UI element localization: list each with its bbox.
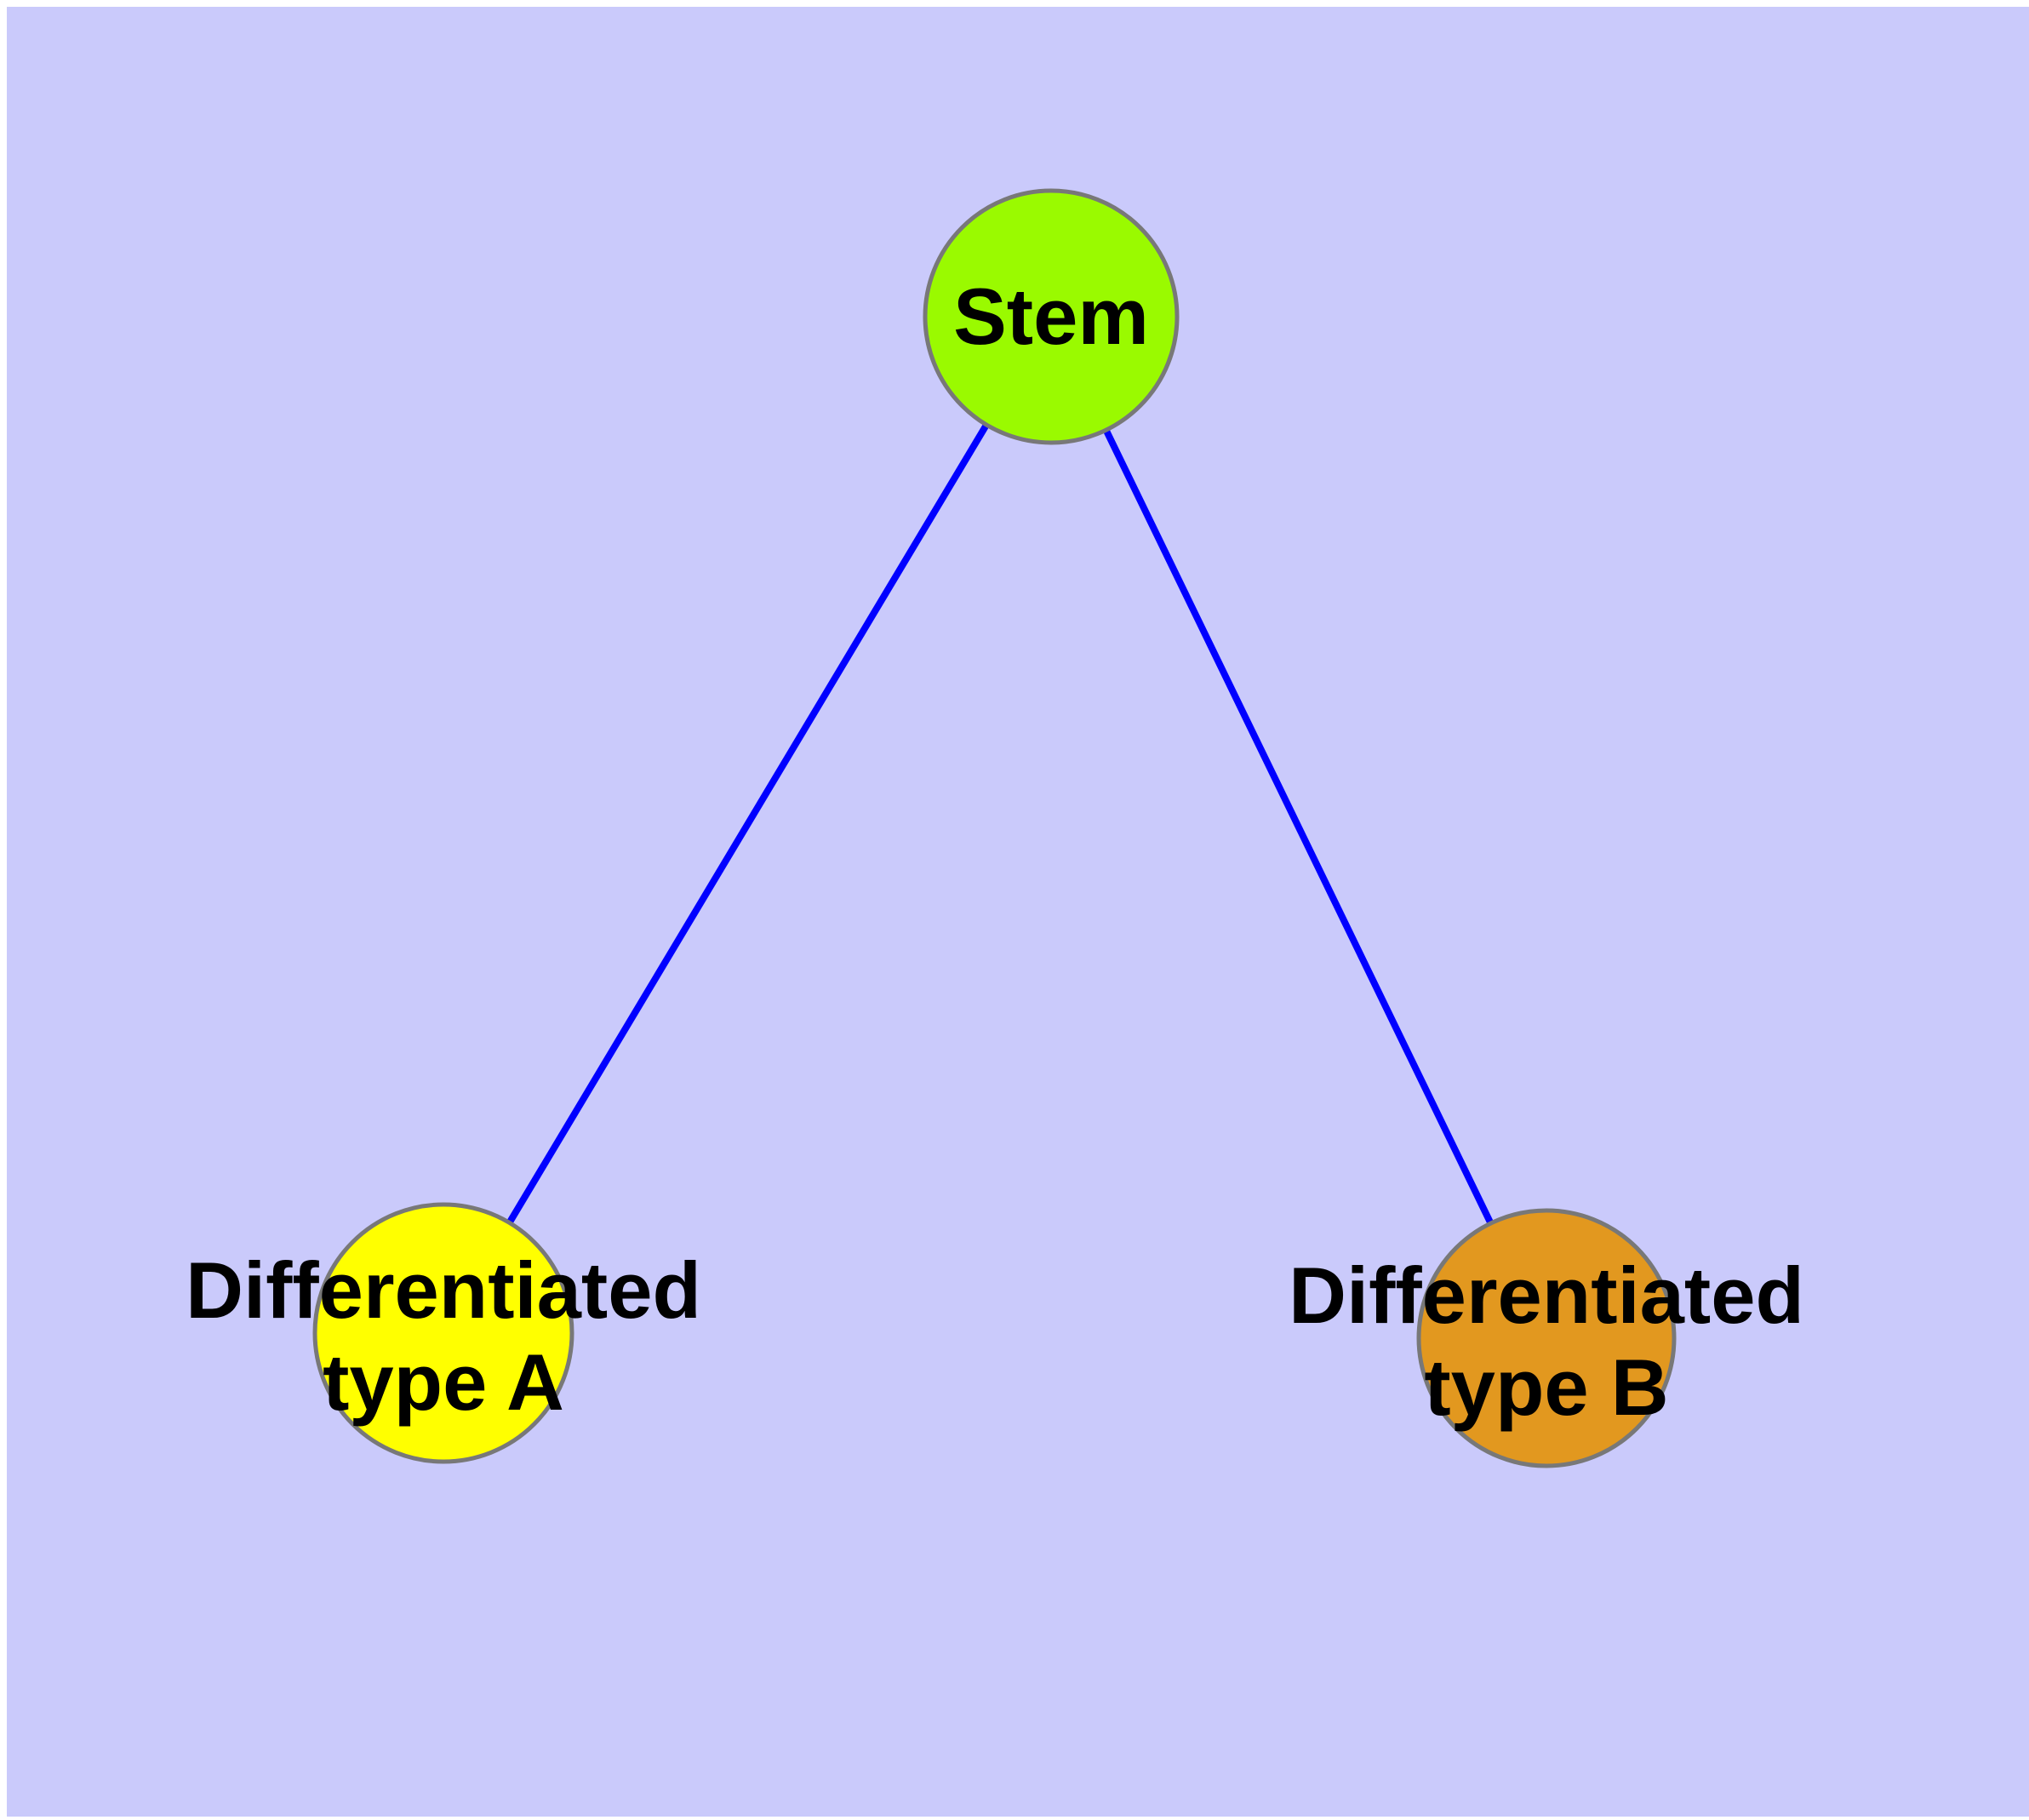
node-type-a-label-line2: type A: [323, 1337, 564, 1427]
node-type-a-label-line1: Differentiated: [186, 1245, 701, 1335]
node-stem-label: Stem: [953, 272, 1149, 361]
node-type-b-label-line2: type B: [1424, 1342, 1668, 1432]
node-type-b-circle: [1416, 1208, 1677, 1468]
edge-stem-to-type-a: [440, 314, 1055, 1336]
edge-stem-to-type-b: [1048, 315, 1550, 1340]
node-type-b-label-line1: Differentiated: [1289, 1251, 1804, 1340]
node-type-a-circle: [312, 1202, 574, 1464]
node-stem-circle: [923, 188, 1180, 445]
